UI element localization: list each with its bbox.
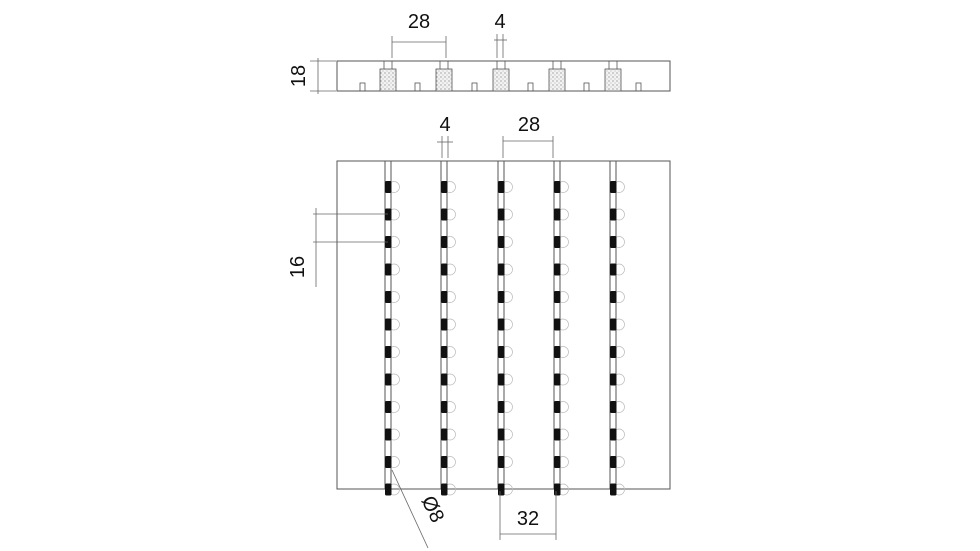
dowel	[441, 291, 448, 303]
section-notch	[635, 82, 642, 92]
plan-parts	[384, 161, 625, 496]
dowel	[498, 456, 505, 468]
dowel	[441, 456, 448, 468]
dowel	[441, 318, 448, 331]
dowel	[554, 263, 561, 276]
dowel	[498, 291, 505, 303]
dim-label-dowel-spacing: 16	[287, 256, 309, 278]
dim-gap-plan: 4	[437, 114, 453, 158]
dowel	[441, 263, 448, 276]
dim-label-gap-top: 4	[494, 11, 505, 33]
dowel	[554, 401, 561, 413]
dowel	[554, 373, 561, 386]
dowel	[385, 346, 392, 358]
dowel	[385, 291, 392, 303]
dim-label-gap-plan: 4	[439, 114, 450, 136]
dim-slat-width-plan: 28	[502, 114, 554, 158]
dim-dowel-spacing: 16	[287, 208, 388, 287]
dim-label-slat-width-top: 28	[408, 11, 430, 33]
dowel	[554, 291, 561, 303]
dowel	[610, 373, 617, 386]
dowel	[498, 318, 505, 331]
dowel	[610, 181, 617, 193]
dowel	[554, 428, 561, 441]
dowel	[441, 208, 448, 221]
dowel	[610, 208, 617, 221]
dowel	[610, 291, 617, 303]
section-insert	[435, 68, 453, 92]
dim-thickness: 18	[288, 58, 336, 94]
dowel	[441, 373, 448, 386]
dowel	[610, 318, 617, 331]
dowel	[441, 236, 448, 248]
dowel	[441, 483, 448, 496]
dowel	[498, 346, 505, 358]
section-insert	[604, 68, 622, 92]
dowel	[554, 456, 561, 468]
dowel	[385, 208, 392, 221]
dowel	[610, 346, 617, 358]
dowel	[554, 236, 561, 248]
dowel	[554, 208, 561, 221]
dowel	[385, 263, 392, 276]
section-notch	[471, 82, 478, 92]
dowel	[385, 483, 392, 496]
dowel	[554, 483, 561, 496]
dowel	[385, 318, 392, 331]
dowel	[498, 428, 505, 441]
dowel	[385, 373, 392, 386]
dowel	[498, 483, 505, 496]
dim-label-centre-spacing: 32	[517, 508, 539, 530]
dowel	[441, 346, 448, 358]
dowel	[498, 236, 505, 248]
dowel	[610, 483, 617, 496]
section-insert	[379, 68, 397, 92]
section-notch	[414, 82, 421, 92]
section-view: 28 4 18	[288, 11, 671, 94]
section-notch	[359, 82, 366, 92]
section-insert	[492, 68, 510, 92]
section-insert	[548, 68, 566, 92]
dim-label-slat-width-plan: 28	[518, 114, 540, 136]
dowel	[498, 373, 505, 386]
dowel	[498, 401, 505, 413]
dowel	[441, 181, 448, 193]
dowel	[610, 263, 617, 276]
dowel	[610, 456, 617, 468]
dowel	[610, 401, 617, 413]
dim-label-hole-diameter: Ø8	[417, 493, 448, 527]
dowel	[441, 401, 448, 413]
dim-label-thickness: 18	[288, 65, 310, 87]
dowel	[610, 236, 617, 248]
dowel	[554, 318, 561, 331]
dowel	[385, 181, 392, 193]
dowel	[498, 181, 505, 193]
dowel	[610, 428, 617, 441]
section-parts	[359, 61, 642, 92]
dowel	[554, 346, 561, 358]
dim-gap-top: 4	[494, 11, 507, 58]
section-notch	[583, 82, 590, 92]
section-notch	[527, 82, 534, 92]
dowel	[498, 263, 505, 276]
dim-slat-width-top: 28	[391, 11, 447, 58]
dowel	[441, 428, 448, 441]
dowel	[385, 428, 392, 441]
dowel	[385, 456, 392, 468]
dowel	[385, 236, 392, 248]
dim-centre-spacing: 32	[499, 491, 557, 540]
dowel	[554, 181, 561, 193]
dowel	[385, 401, 392, 413]
dim-hole-diameter: Ø8	[391, 469, 448, 549]
dowel	[498, 208, 505, 221]
plan-view: 4 28 16 Ø8 32	[287, 114, 671, 549]
